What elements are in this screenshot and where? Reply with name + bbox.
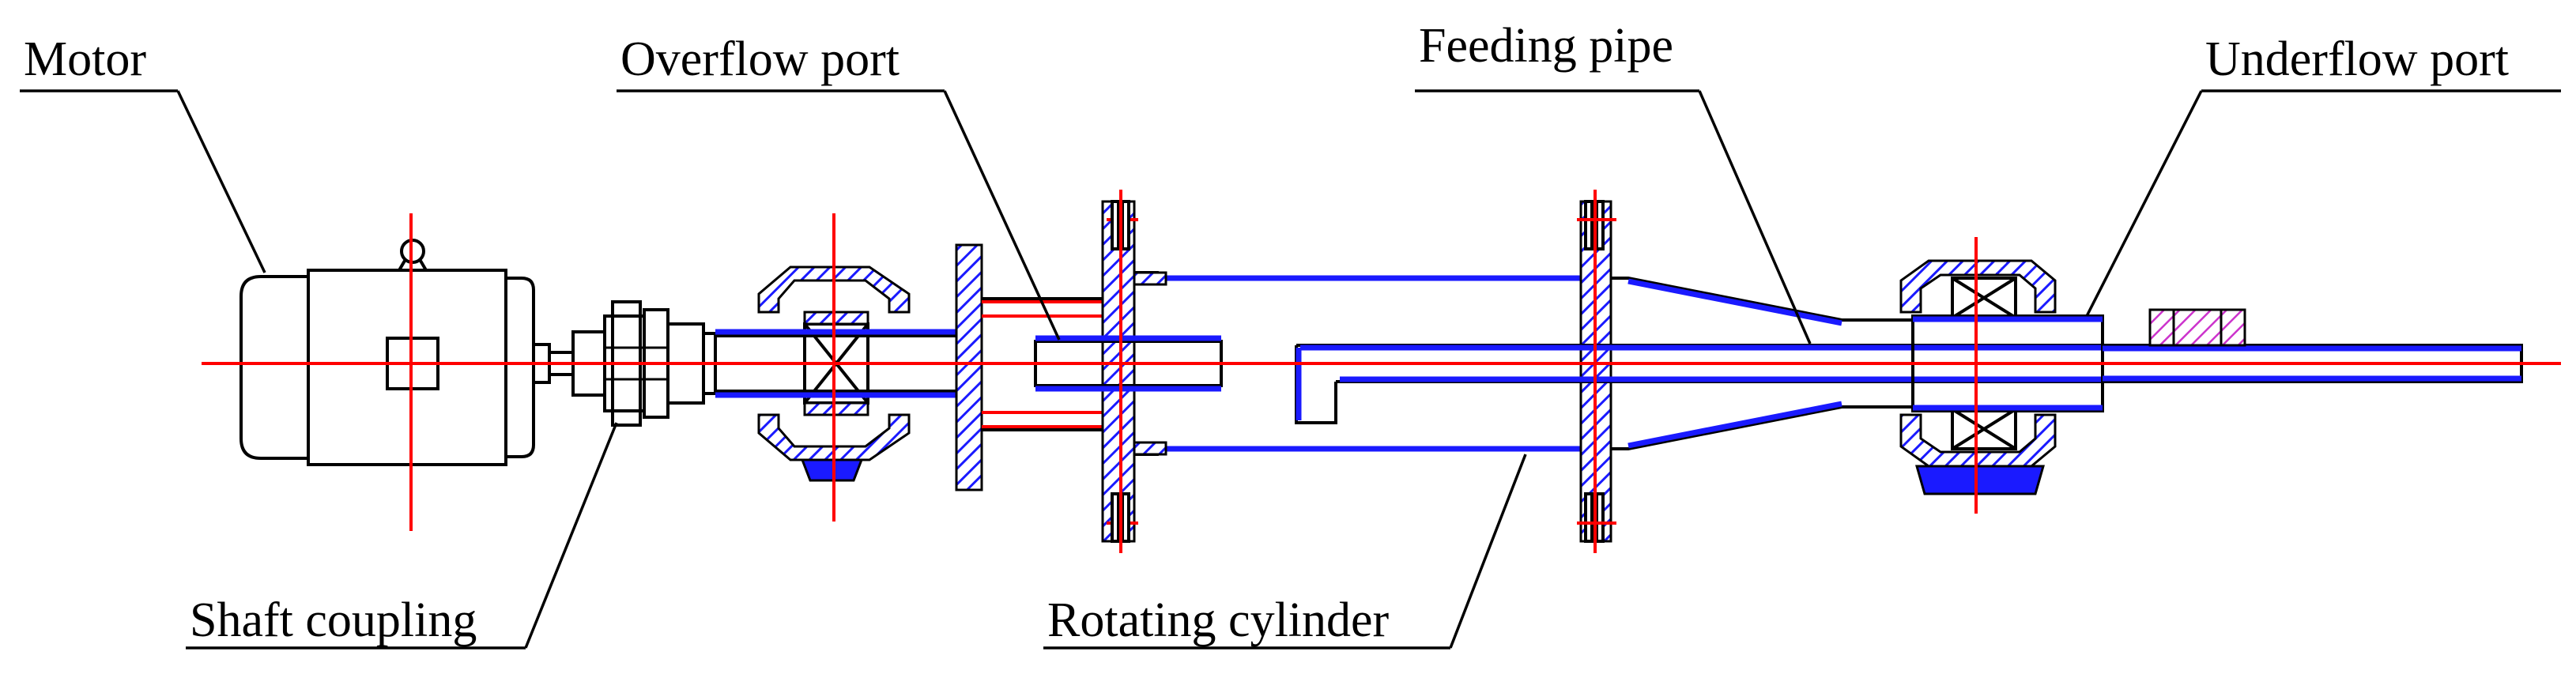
label-shaft-coupling: Shaft coupling (186, 422, 618, 650)
label-motor-text: Motor (24, 32, 146, 86)
end-disc (955, 243, 1107, 491)
conical-section (1611, 277, 1913, 450)
cylinder-left-flange (1101, 200, 1138, 543)
motor (239, 239, 575, 466)
label-feeding-pipe-text: Feeding pipe (1419, 19, 1673, 73)
label-rotating-cylinder: Rotating cylinder (1043, 454, 1527, 650)
label-overflow-port-text: Overflow port (620, 32, 900, 86)
centerlines (202, 190, 2561, 553)
label-underflow-port: Underflow port (2085, 32, 2561, 317)
label-overflow-port: Overflow port (617, 32, 1061, 341)
label-shaft-coupling-text: Shaft coupling (190, 593, 477, 647)
label-underflow-port-text: Underflow port (2205, 32, 2509, 86)
pipe-support-block (2148, 308, 2246, 347)
label-motor: Motor (20, 32, 266, 273)
label-feeding-pipe: Feeding pipe (1415, 19, 1812, 345)
label-rotating-cylinder-text: Rotating cylinder (1047, 593, 1390, 647)
right-bearing-housing (1899, 259, 2104, 495)
